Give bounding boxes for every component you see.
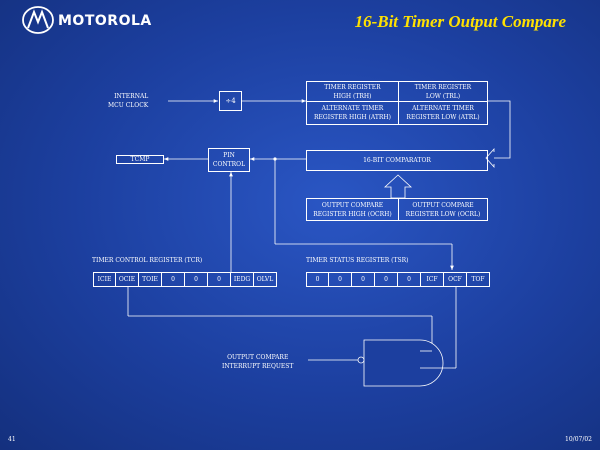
tcr-bit: ICIE [93, 272, 116, 287]
tcr-bit: 0 [161, 272, 185, 287]
slide-title: 16-Bit Timer Output Compare [354, 12, 566, 31]
tsr-bit: 0 [397, 272, 421, 287]
junction-dot [273, 157, 277, 161]
tsr-bit: 0 [351, 272, 375, 287]
tcr-bit: 0 [207, 272, 231, 287]
tsr-bit: 0 [374, 272, 398, 287]
motorola-batwing-logo-icon [22, 6, 54, 34]
tcmp-pin: TCMP [116, 155, 164, 164]
comparator-box: 16-BIT COMPARATOR [306, 150, 488, 171]
footer-date: 10/07/02 [565, 436, 592, 443]
hollow-arrow-icon [383, 174, 413, 199]
tcr-bit: IEDG [230, 272, 254, 287]
and-gate-icon [363, 339, 444, 387]
tcr-bit: 0 [184, 272, 208, 287]
tcr-bit: OCIE [115, 272, 139, 287]
ocr-low-box: OUTPUT COMPARE REGISTER LOW (OCRL) [398, 198, 488, 221]
page-number: 41 [8, 436, 16, 443]
tsr-bit: TOF [466, 272, 490, 287]
timer-register-low: TIMER REGISTER LOW (TRL) [398, 81, 488, 102]
internal-clock-label: INTERNAL MCU CLOCK [108, 93, 149, 109]
alternate-timer-low: ALTERNATE TIMER REGISTER LOW (ATRL) [398, 101, 488, 125]
inversion-bubble [357, 356, 365, 364]
tsr-bit: 0 [328, 272, 352, 287]
timer-register-high: TIMER REGISTER HIGH (TRH) [306, 81, 399, 102]
logo-text: MOTOROLA [58, 13, 152, 29]
tcr-label: TIMER CONTROL REGISTER (TCR) [92, 257, 203, 264]
pin-control-box: PIN CONTROL [208, 148, 250, 172]
alternate-timer-high: ALTERNATE TIMER REGISTER HIGH (ATRH) [306, 101, 399, 125]
ocr-high-box: OUTPUT COMPARE REGISTER HIGH (OCRH) [306, 198, 399, 221]
tsr-bit: OCF [443, 272, 467, 287]
divide-by-4-box: ÷4 [219, 91, 242, 111]
tsr-bit: 0 [306, 272, 329, 287]
tcr-bit: TOIE [138, 272, 162, 287]
tcr-bit: OLVL [253, 272, 277, 287]
tsr-bit: ICF [420, 272, 444, 287]
tsr-label: TIMER STATUS REGISTER (TSR) [306, 257, 409, 264]
interrupt-request-label: OUTPUT COMPARE INTERRUPT REQUEST [222, 354, 294, 370]
